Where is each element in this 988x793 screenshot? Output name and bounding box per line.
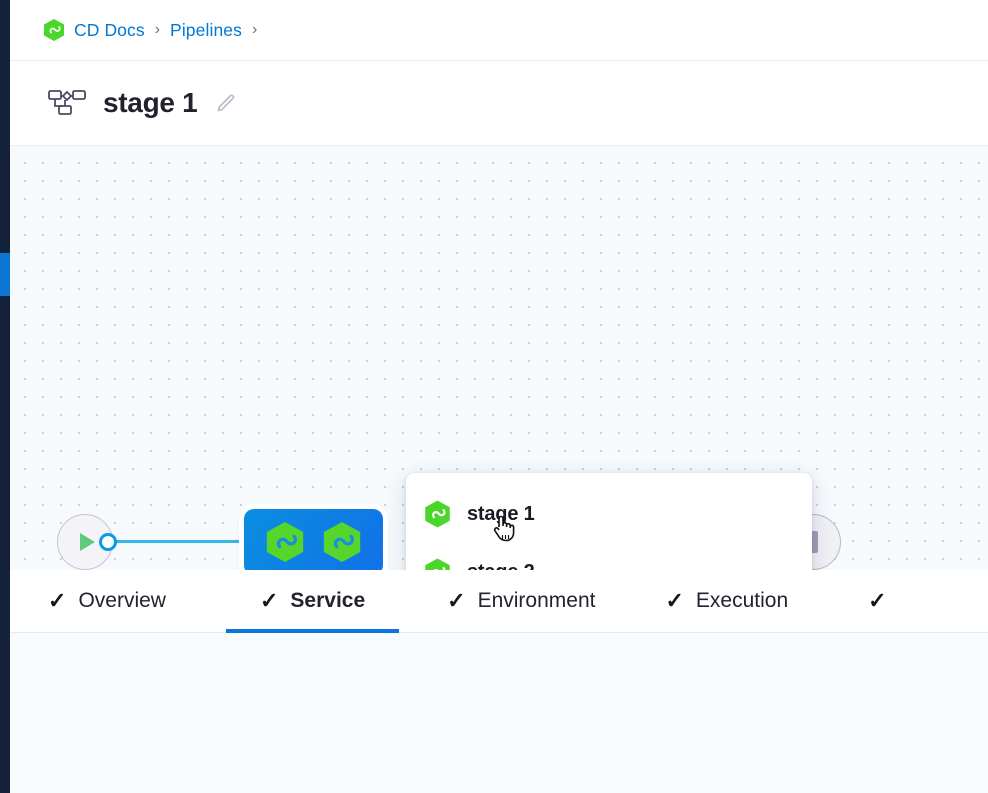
service-hexagon-icon-2 <box>322 520 362 564</box>
tab-label-4: Execution <box>695 589 789 612</box>
tab-advanced[interactable]: ✓ <box>848 570 918 633</box>
tab-label: Overview <box>78 589 166 612</box>
breadcrumb-item-cd-docs[interactable]: CD Docs <box>74 19 145 40</box>
check-icon-3: ✓ <box>447 588 466 613</box>
popup-item-label-2: stage 2 <box>467 561 535 571</box>
pointing-hand-cursor-icon <box>491 513 517 548</box>
popup-item-stage-2[interactable]: stage 2 <box>424 553 812 570</box>
popup-item-label: stage 1 <box>467 502 535 525</box>
service-hexagon-icon <box>265 520 305 564</box>
add-stage-bar-icon <box>808 531 818 553</box>
check-icon-5: ✓ <box>868 588 887 613</box>
left-nav-rail <box>0 0 10 793</box>
breadcrumb: CD Docs › Pipelines › <box>10 0 988 61</box>
stage-config-tabs: ✓ Overview ✓ Service ✓ Environment ✓ Exe… <box>10 570 988 633</box>
breadcrumb-separator-icon-2: › <box>251 21 258 38</box>
service-hexagon-icon <box>424 499 451 529</box>
connector-dot <box>99 533 117 551</box>
tab-environment[interactable]: ✓ Environment <box>415 570 627 633</box>
check-icon-4: ✓ <box>665 588 684 613</box>
connector-line <box>114 540 248 543</box>
tab-label-3: Environment <box>477 589 596 612</box>
tab-overview[interactable]: ✓ Overview <box>10 570 192 633</box>
tab-execution[interactable]: ✓ Execution <box>635 570 818 633</box>
tab-label-2: Service <box>290 589 366 612</box>
pipeline-stage-icon <box>48 88 86 118</box>
popup-item-stage-1[interactable]: stage 1 <box>424 495 812 533</box>
service-config-panel: Select Service Kubernetes <box>10 633 988 793</box>
play-icon <box>79 533 95 551</box>
check-icon: ✓ <box>48 588 67 613</box>
tab-service[interactable]: ✓ Service <box>225 570 400 633</box>
pipeline-canvas[interactable]: stage 1 + 1 more stages Add Stage stage … <box>10 146 988 570</box>
breadcrumb-item-pipelines[interactable]: Pipelines <box>170 19 242 40</box>
page-title: stage 1 <box>103 87 198 118</box>
stage-group-node[interactable] <box>244 509 383 570</box>
pencil-icon[interactable] <box>214 91 238 115</box>
harness-hexagon-icon <box>43 18 65 42</box>
page-title-bar: stage 1 <box>10 61 988 146</box>
service-hexagon-icon-2 <box>424 557 451 570</box>
check-icon-2: ✓ <box>259 588 279 613</box>
breadcrumb-separator-icon: › <box>154 21 161 38</box>
left-nav-rail-active-indicator <box>0 253 10 296</box>
stage-selection-popup: stage 1 stage 2 <box>406 473 812 570</box>
